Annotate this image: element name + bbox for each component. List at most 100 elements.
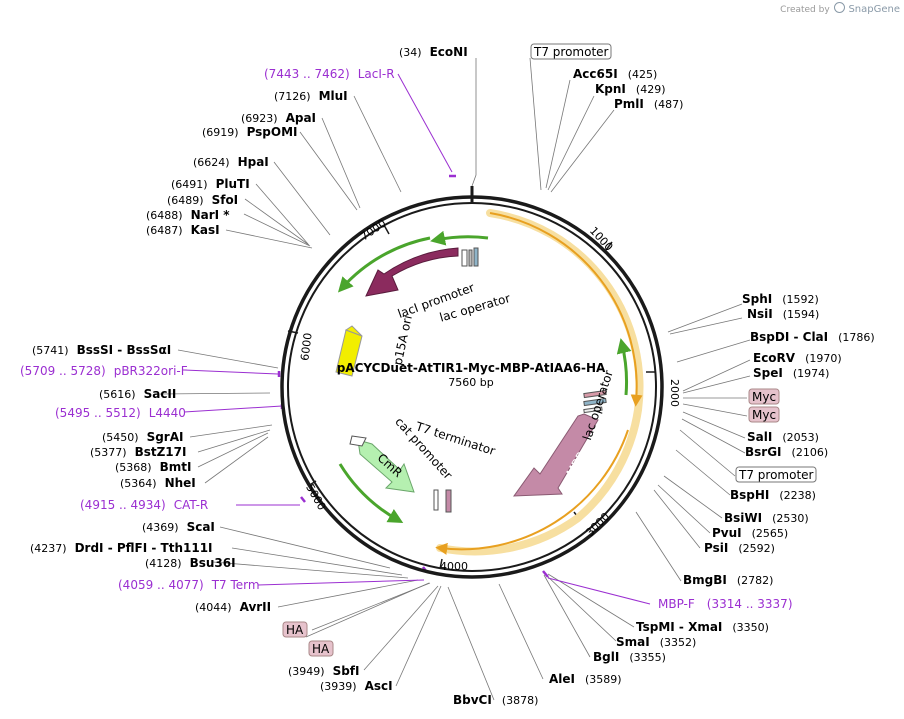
laci-green-arrow (337, 236, 431, 293)
svg-text:TspMI - XmaI(3350): TspMI - XmaI(3350) (636, 620, 769, 634)
t7-promoter-right-box (735, 466, 817, 483)
enzyme-name: SbfI (333, 664, 360, 678)
enzyme-name: EcoRV (753, 351, 796, 365)
primer-marks (277, 174, 549, 578)
primer-mark-cat-r (300, 496, 306, 503)
enzyme-pos: (425) (628, 68, 658, 81)
enzyme-pos: (5364) (120, 477, 157, 490)
svg-text:SmaI(3352): SmaI(3352) (616, 635, 696, 649)
primer-range: (7443 .. 7462) (264, 67, 350, 81)
svg-text:SpeI(1974): SpeI(1974) (753, 366, 829, 380)
enzyme-name: BmgBI (683, 573, 727, 587)
enzyme-pos: (6923) (241, 112, 278, 125)
enzyme-name: SphI (742, 292, 772, 306)
svg-text:(6923)ApaI: (6923) ApaI (241, 111, 316, 125)
backbone-inner-ring (287, 202, 657, 572)
svg-text:BmgBI(2782): BmgBI(2782) (683, 573, 773, 587)
enzyme-pos: (5368) (115, 461, 152, 474)
feature-labels: lacI promoter lac operator p15A ori lac … (375, 280, 616, 482)
enzyme-pos: (34) (399, 46, 422, 59)
myc-box-1 (748, 388, 780, 405)
svg-text:(6491)PluTI: (6491)PluTI (171, 177, 250, 191)
enzyme-pos: (6624) (193, 156, 230, 169)
svg-text:PvuI(2565): PvuI(2565) (712, 526, 788, 540)
enzyme-pos: (7126) (274, 90, 311, 103)
svg-text:MBP-F(3314 .. 3337): MBP-F(3314 .. 3337) (658, 597, 793, 611)
svg-text:(6489)SfoI: (6489)SfoI (167, 193, 238, 207)
myc-glyph-1 (583, 389, 607, 399)
svg-text:(4237)DrdI - PflFI - Tth111I: (4237)DrdI - PflFI - Tth111I (30, 541, 213, 555)
svg-text:(5616)SacII: (5616)SacII (99, 387, 176, 401)
primer-range: (5495 .. 5512) (55, 406, 141, 420)
p15a-ori-arrowhead (344, 325, 363, 337)
ha-label-2: HA (312, 642, 330, 656)
enzyme-pos: (2106) (792, 446, 829, 459)
svg-text:(6624)HpaI: (6624)HpaI (193, 155, 269, 169)
svg-text:(5495 .. 5512)L4440: (5495 .. 5512)L4440 (55, 406, 186, 420)
orf-arc-atIAA6 (435, 429, 629, 555)
enzyme-pos: (6491) (171, 178, 208, 191)
snapgene-logo-icon (833, 2, 845, 13)
enzyme-name: DrdI - PflFI - Tth111I (75, 541, 213, 555)
enzyme-name: ApaI (286, 111, 316, 125)
enzyme-name: SacII (144, 387, 177, 401)
orf-arc-atTIR1 (489, 212, 643, 407)
enzyme-name: KasI (191, 223, 220, 237)
tick-6000: 6000 (298, 332, 314, 361)
promoter-green-arrow (430, 230, 489, 246)
svg-text:(4369)ScaI: (4369)ScaI (142, 520, 215, 534)
plasmid-name: pACYCDuet-AtTIR1-Myc-MBP-AtIAA6-HA (337, 361, 606, 375)
tick-7000: 7000 (358, 217, 388, 244)
svg-text:(4128)Bsu36I: (4128)Bsu36I (145, 556, 236, 570)
svg-text:(6487)KasI: (6487) KasI (146, 223, 220, 237)
svg-text:(6919)PspOMI: (6919)PspOMI (202, 125, 298, 139)
enzyme-pos: (4369) (142, 521, 179, 534)
small-elements (349, 247, 607, 513)
laci-feature (365, 247, 459, 297)
svg-text:BglI(3355): BglI(3355) (593, 650, 666, 664)
cat-promoter-glyph (349, 435, 367, 447)
primer-name: CAT-R (174, 498, 209, 512)
svg-text:SalI(2053): SalI(2053) (747, 430, 819, 444)
primer-range: (4915 .. 4934) (80, 498, 166, 512)
enzyme-pos: (6487) (146, 224, 183, 237)
enzyme-pos: (1786) (838, 331, 875, 344)
svg-text:(7443 .. 7462)LacI-R: (7443 .. 7462)LacI-R (264, 67, 395, 81)
enzyme-name: SfoI (212, 193, 239, 207)
enzyme-pos: (2565) (752, 527, 789, 540)
t7-promoter-glyph (473, 247, 479, 267)
enzyme-pos: (1970) (805, 352, 842, 365)
enzyme-name: MluI (319, 89, 348, 103)
enzyme-name: NsiI (747, 307, 773, 321)
enzyme-pos: (4128) (145, 557, 182, 570)
primer-leaders (183, 73, 651, 605)
ha-box-2 (308, 640, 334, 657)
svg-text:(5364)NheI: (5364)NheI (120, 476, 196, 490)
enzyme-name: BmtI (160, 460, 192, 474)
enzyme-name: KpnI (595, 82, 626, 96)
enzyme-name: SmaI (616, 635, 650, 649)
enzyme-name: PsiI (704, 541, 728, 555)
svg-text:PsiI(2592): PsiI(2592) (704, 541, 775, 555)
boxed-labels: T7 promoter T7 promoter Myc Myc HA HA (282, 43, 817, 657)
primer-labels: (7443 .. 7462)LacI-R (5709 .. 5728)pBR32… (20, 67, 793, 611)
laci-promoter-glyph (461, 249, 468, 267)
enzyme-labels-left: (34)EcoNI (3939)AscI (3949)SbfI (4044)Av… (30, 45, 468, 693)
enzyme-name: BbvCI (453, 693, 492, 707)
t7-promoter-right-label: T7 promoter (738, 468, 814, 482)
enzyme-pos: (3350) (732, 621, 769, 634)
enzyme-pos: (5450) (102, 431, 139, 444)
enzyme-pos: (1974) (793, 367, 830, 380)
tick-2000: 2000 (668, 379, 681, 407)
svg-text:(3939)AscI: (3939)AscI (320, 679, 393, 693)
p15a-ori-label: p15A ori (391, 314, 415, 366)
svg-text:(34)EcoNI: (34)EcoNI (399, 45, 468, 59)
primer-range: (5709 .. 5728) (20, 364, 106, 378)
svg-text:(4044)AvrII: (4044)AvrII (195, 600, 271, 614)
myc-box-2 (748, 406, 780, 423)
svg-text:EcoRV(1970): EcoRV (1970) (753, 351, 842, 365)
enzyme-pos: (1592) (782, 293, 819, 306)
enzyme-name: SgrAI (147, 430, 184, 444)
t7-promoter-top-label: T7 promoter (533, 45, 609, 59)
